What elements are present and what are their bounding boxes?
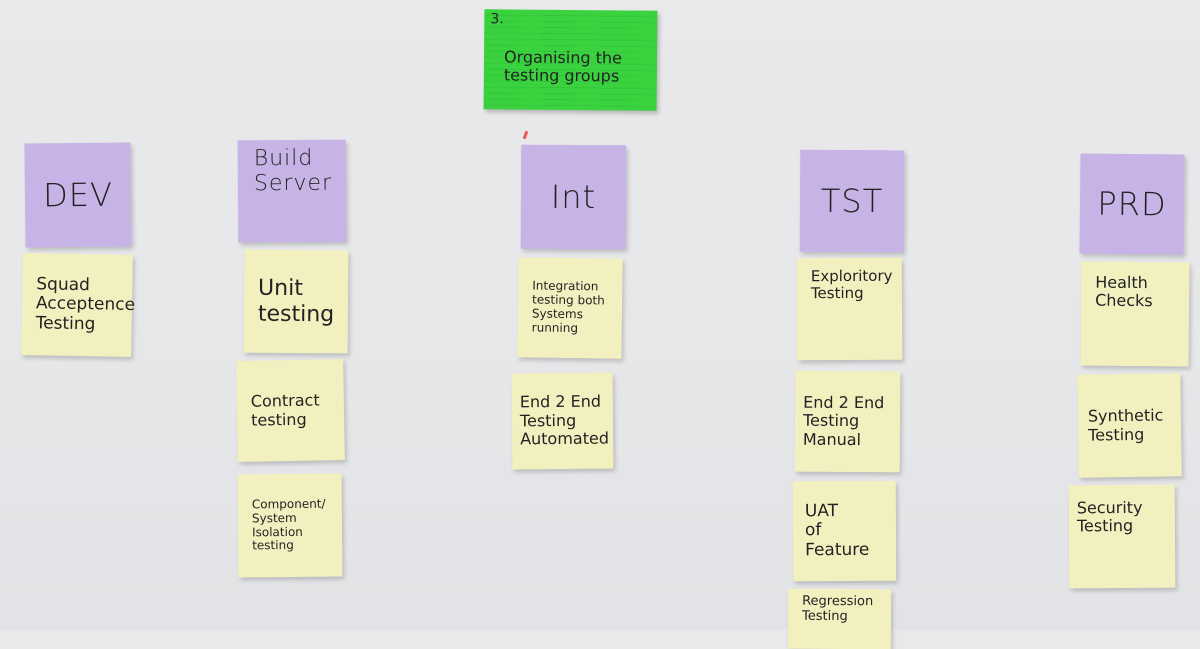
column-heading-tst: TST [799, 149, 905, 253]
task-note-exploratory-testing: Exploritory Testing [796, 257, 903, 361]
task-note-security-testing: Security Testing [1068, 484, 1176, 589]
column-heading-build-server: Build Server [237, 139, 347, 243]
whiteboard: 3. Organising the testing groups DEV Squ… [21, 9, 1190, 649]
task-note-uat-feature: UAT of Feature [792, 480, 897, 582]
task-note-health-checks: Health Checks [1080, 261, 1190, 367]
task-note-end2end-automated: End 2 End Testing Automated [511, 372, 614, 470]
task-note-squad-acceptance: Squad Acceptence Testing [21, 253, 135, 357]
title-note-number: 3. [490, 11, 504, 28]
column-heading-prd: PRD [1079, 153, 1185, 255]
task-note-end2end-manual: End 2 End Testing Manual [794, 370, 901, 473]
title-note-text: Organising the testing groups [503, 47, 622, 86]
task-note-synthetic-testing: Synthetic Testing [1077, 373, 1182, 478]
task-note-integration-testing: Integration testing both Systems running [517, 257, 623, 359]
pin-int [522, 130, 529, 140]
title-note: 3. Organising the testing groups [483, 9, 658, 111]
task-note-unit-testing: Unit testing [243, 249, 349, 354]
task-note-contract-testing: Contract testing [236, 359, 345, 462]
column-heading-int: Int [520, 144, 627, 250]
task-note-component-testing: Component/ System Isolation testing [237, 473, 343, 578]
task-note-regression-testing: Regression Testing [787, 588, 892, 649]
column-heading-dev: DEV [24, 142, 132, 248]
